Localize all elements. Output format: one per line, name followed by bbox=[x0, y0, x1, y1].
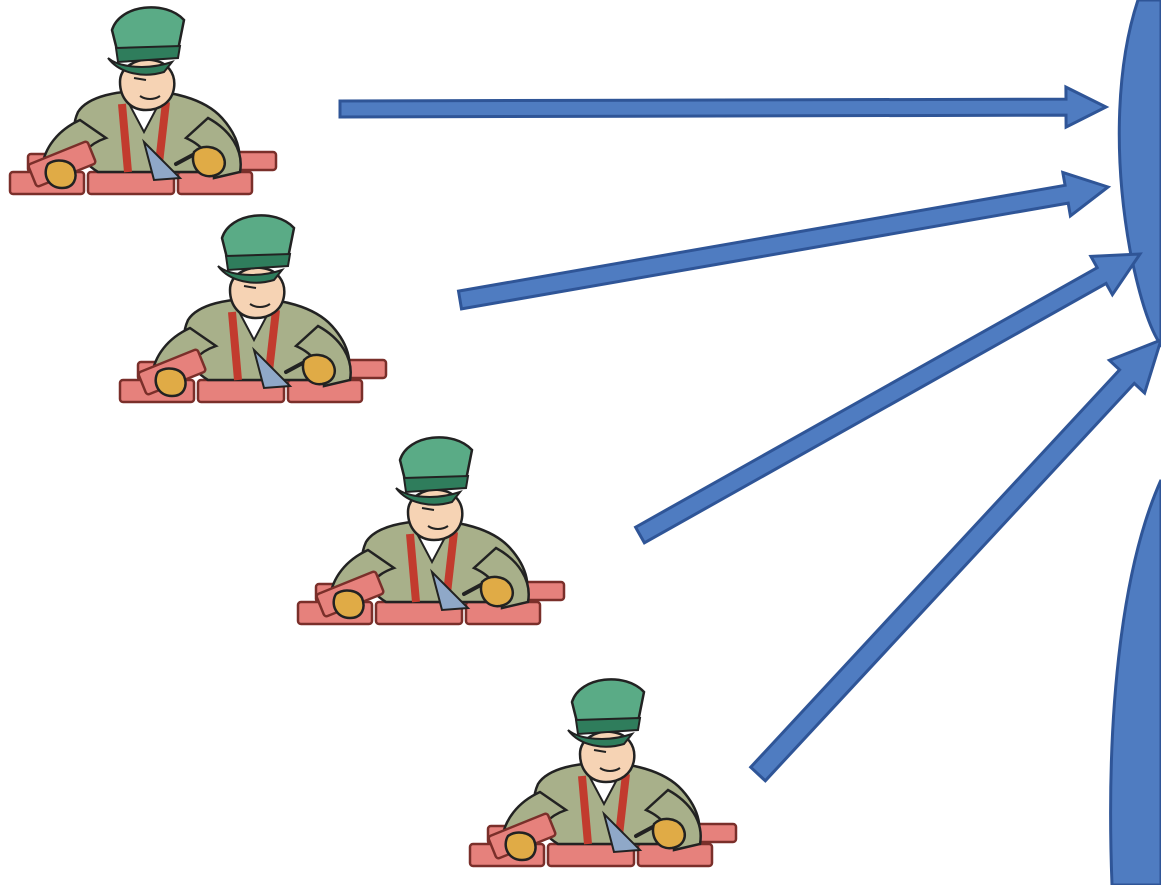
arrows bbox=[338, 84, 1161, 783]
arrow-1 bbox=[338, 84, 1110, 130]
target-shape bbox=[1109, 0, 1161, 885]
bricklayer-icon bbox=[10, 7, 276, 194]
worker-3 bbox=[298, 437, 564, 624]
arrow-2 bbox=[456, 170, 1112, 311]
arrow-4 bbox=[748, 338, 1161, 783]
bricklayer-icon bbox=[298, 437, 564, 624]
worker-2 bbox=[120, 215, 386, 402]
bricklayer-icon bbox=[120, 215, 386, 402]
target-lower-lobe bbox=[1109, 479, 1161, 885]
bricklayer-icon bbox=[470, 679, 736, 866]
arrow-3 bbox=[633, 252, 1143, 545]
target-upper-lobe bbox=[1117, 0, 1161, 348]
worker-1 bbox=[10, 7, 276, 194]
worker-4 bbox=[470, 679, 736, 866]
